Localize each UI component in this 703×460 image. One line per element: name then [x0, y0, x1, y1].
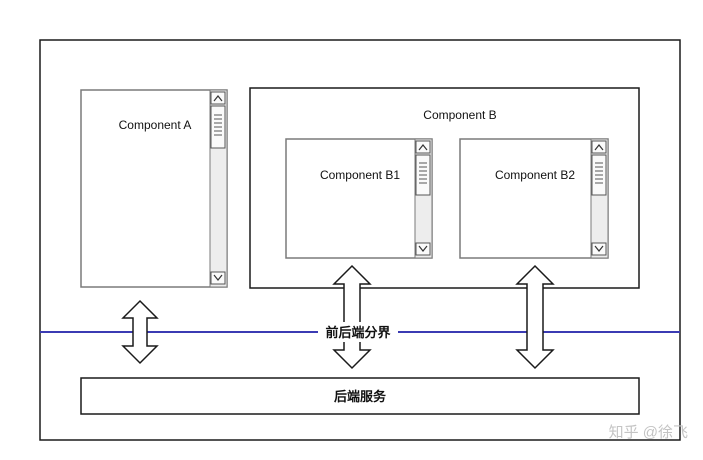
backend-service-box [80, 377, 640, 415]
arrow-b2-backend [515, 264, 555, 370]
watermark-text: 知乎 @徐飞 [609, 424, 688, 441]
scroll-down-icon[interactable] [591, 242, 607, 256]
component-b2-scrollbar[interactable] [590, 138, 609, 259]
component-a-scrollbar[interactable] [209, 89, 228, 288]
scroll-thumb[interactable] [210, 105, 226, 149]
component-b1-label: Component B1 [320, 168, 400, 182]
component-b2-panel: Component B2 [459, 138, 609, 259]
arrow-a-backend [121, 299, 159, 365]
scroll-thumb[interactable] [591, 154, 607, 196]
backend-service-label: 后端服务 [334, 389, 387, 404]
component-b1-panel: Component B1 [285, 138, 433, 259]
scroll-down-icon[interactable] [210, 271, 226, 285]
boundary-label-bg [318, 322, 398, 342]
scroll-thumb[interactable] [415, 154, 431, 196]
arrow-b1-backend [332, 264, 372, 370]
component-b2-label: Component B2 [495, 168, 575, 182]
scroll-up-icon[interactable] [415, 140, 431, 154]
scroll-down-icon[interactable] [415, 242, 431, 256]
component-b-label: Component B [423, 108, 496, 122]
component-a-panel: Component A [80, 89, 228, 288]
component-b-panel: Component B Component B1 [249, 87, 640, 289]
boundary-label: 前后端分界 [325, 325, 390, 340]
component-a-label: Component A [119, 118, 192, 132]
component-b1-scrollbar[interactable] [414, 138, 433, 259]
scroll-up-icon[interactable] [591, 140, 607, 154]
scroll-up-icon[interactable] [210, 91, 226, 105]
